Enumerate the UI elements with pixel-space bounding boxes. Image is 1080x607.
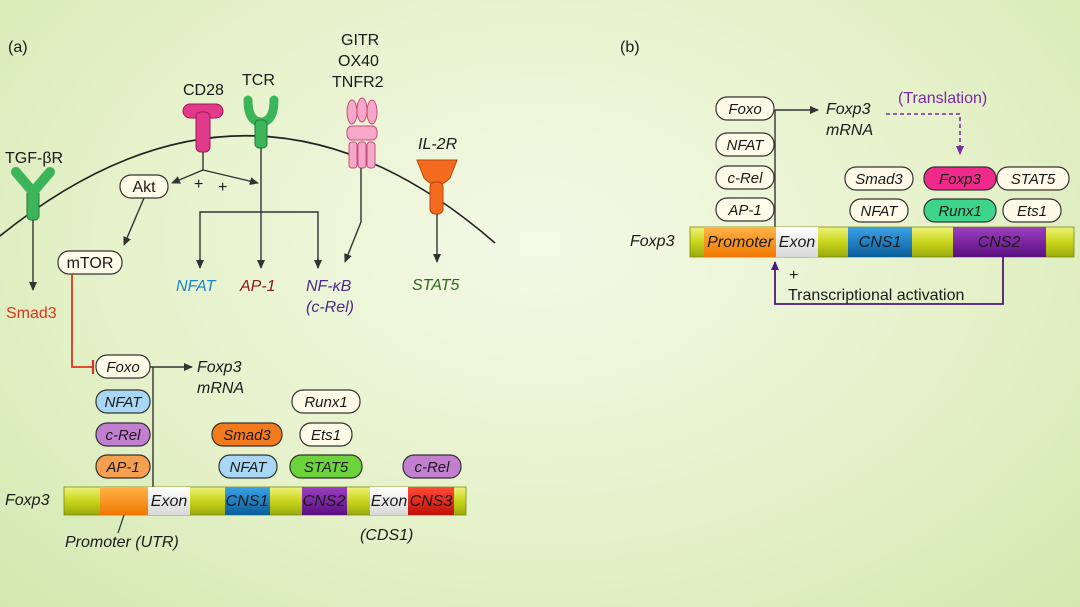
mtor-inhibition-line: [71, 274, 93, 368]
ap1-pill-label: AP-1: [105, 459, 139, 476]
activation-arrow: [771, 257, 1004, 305]
panel-a-label: (a): [8, 39, 28, 56]
gene-label-a: Foxp3: [5, 492, 50, 509]
ap1-label-b: AP-1: [727, 202, 761, 219]
smad3-pill-b: [844, 166, 914, 191]
tnfr-receptor-icon: [346, 97, 378, 169]
runx1-pill-b: [923, 198, 997, 223]
foxp3-pill-b: [923, 166, 997, 191]
foxo-label: Foxo: [106, 359, 139, 376]
gene-label-b: Foxp3: [630, 233, 675, 250]
ets1-pill-label: Ets1: [311, 427, 341, 444]
runx1-pill-label: Runx1: [304, 394, 347, 411]
promoter-label-b: Promoter: [707, 234, 773, 251]
cns3-label-a: CNS3: [410, 493, 453, 510]
promoter-label-a: Promoter (UTR): [65, 534, 179, 551]
smad3-label-b: Smad3: [855, 171, 903, 188]
foxp3-gene-bar-b: [689, 226, 1075, 258]
activation-plus: +: [789, 267, 798, 284]
cd28-receptor-icon: [182, 103, 224, 153]
crel-pill: [95, 422, 151, 447]
ap1-signal-label: AP-1: [239, 278, 276, 295]
panel-b-label: (b): [620, 39, 640, 56]
smad3-label: Smad3: [6, 305, 57, 322]
tnfr-label-3: TNFR2: [332, 74, 384, 91]
crel2-pill-label: c-Rel: [414, 459, 450, 476]
exon1-label-a: Exon: [151, 493, 188, 510]
ap1-pill: [95, 454, 151, 479]
cds-label-a: (CDS1): [360, 527, 413, 544]
cns1-label-a: CNS1: [226, 493, 269, 510]
il2r-receptor-icon: [416, 159, 458, 215]
cns2-label-b: CNS2: [978, 234, 1021, 251]
nfat-label-b: NFAT: [727, 137, 766, 154]
tgfbr-receptor-icon: [11, 167, 55, 221]
mrna-label-b-2: mRNA: [826, 122, 873, 139]
cell-membrane: [0, 135, 496, 244]
activation-label: Transcriptional activation: [788, 287, 964, 304]
smad3-pill: [211, 422, 283, 447]
tcr-label: TCR: [242, 72, 275, 89]
stat5-pill: [289, 454, 363, 479]
crel-signal-label: (c-Rel): [306, 299, 354, 316]
mrna-label-b-1: Foxp3: [826, 101, 871, 118]
nfkb-signal-label: NF-κB: [306, 278, 352, 295]
foxp3-gene-bar-a: [63, 486, 467, 516]
mrna-label-2: mRNA: [197, 380, 244, 397]
nfat2-label-b: NFAT: [861, 203, 900, 220]
crel-label-b: c-Rel: [727, 170, 763, 187]
runx1-pill: [291, 389, 361, 414]
nfat2-pill-label: NFAT: [230, 459, 269, 476]
nfat-pill-label: NFAT: [105, 394, 144, 411]
cd28-plus-1: +: [194, 176, 203, 193]
nfat2-pill-b: [849, 198, 909, 223]
stat5-pill-label: STAT5: [304, 459, 349, 476]
foxo-pill-b: [715, 96, 775, 121]
runx1-label-b: Runx1: [938, 203, 981, 220]
mtor-label: mTOR: [67, 255, 114, 272]
translation-arrow: [886, 113, 964, 155]
ets1-pill-b: [1002, 198, 1062, 223]
nfat-pill: [95, 389, 151, 414]
smad3-pill-label: Smad3: [223, 427, 271, 444]
crel-pill-b: [715, 165, 775, 190]
nfat-pill-b: [715, 132, 775, 157]
mrna-label-1: Foxp3: [197, 359, 242, 376]
stat5-pill-b: [996, 166, 1070, 191]
tcr-receptor-icon: [243, 95, 279, 149]
translation-label: (Translation): [898, 90, 987, 107]
nfat-signal-label: NFAT: [176, 278, 217, 295]
ap1-pill-b: [715, 197, 775, 222]
exon-label-b: Exon: [779, 234, 816, 251]
nfat2-pill: [218, 454, 278, 479]
il2r-label: IL-2R: [418, 136, 458, 153]
tnfr-label-1: GITR: [341, 32, 379, 49]
tgfbr-label: TGF-βR: [5, 150, 63, 167]
crel2-pill: [402, 454, 462, 479]
cns1-label-b: CNS1: [859, 234, 902, 251]
foxp3-label-b: Foxp3: [939, 171, 981, 188]
mtor-node: [57, 250, 123, 275]
stat5-signal-label: STAT5: [412, 277, 460, 294]
foxo-label-b: Foxo: [728, 101, 761, 118]
crel-pill-label: c-Rel: [105, 427, 141, 444]
tnfr-label-2: OX40: [338, 53, 379, 70]
cns2-label-a: CNS2: [303, 493, 346, 510]
cd28-label: CD28: [183, 82, 224, 99]
ets1-pill: [299, 422, 353, 447]
ets1-label-b: Ets1: [1017, 203, 1047, 220]
cd28-plus-2: +: [218, 179, 227, 196]
exon2-label-a: Exon: [371, 493, 408, 510]
akt-label: Akt: [132, 179, 156, 196]
stat5-label-b: STAT5: [1011, 171, 1056, 188]
